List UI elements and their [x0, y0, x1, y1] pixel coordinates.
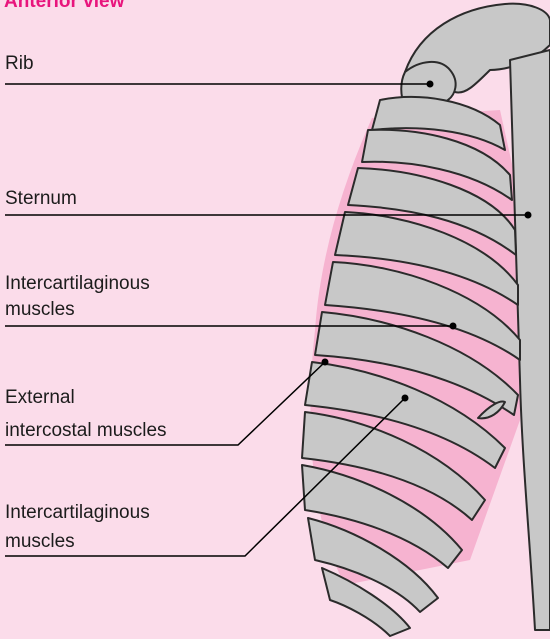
- sternum-pointer-dot: [525, 212, 532, 219]
- rib-pointer-dot: [427, 81, 434, 88]
- intercartilaginous-label-1-line1: Intercartilaginous: [5, 272, 150, 296]
- sternum-label: Sternum: [5, 187, 77, 211]
- intercartilaginous-2-pointer-dot: [402, 395, 409, 402]
- external-intercostal-pointer-dot: [322, 359, 329, 366]
- rib-label: Rib: [5, 52, 34, 76]
- intercartilaginous-label-2-line1: Intercartilaginous: [5, 501, 150, 525]
- view-title: Anterior view: [4, 0, 124, 13]
- external-intercostal-label-line1: External: [5, 386, 75, 410]
- external-intercostal-label-line2: intercostal muscles: [5, 419, 167, 443]
- intercartilaginous-label-1-line2: muscles: [5, 298, 75, 322]
- intercartilaginous-1-pointer-dot: [450, 323, 457, 330]
- intercartilaginous-label-2-line2: muscles: [5, 530, 75, 554]
